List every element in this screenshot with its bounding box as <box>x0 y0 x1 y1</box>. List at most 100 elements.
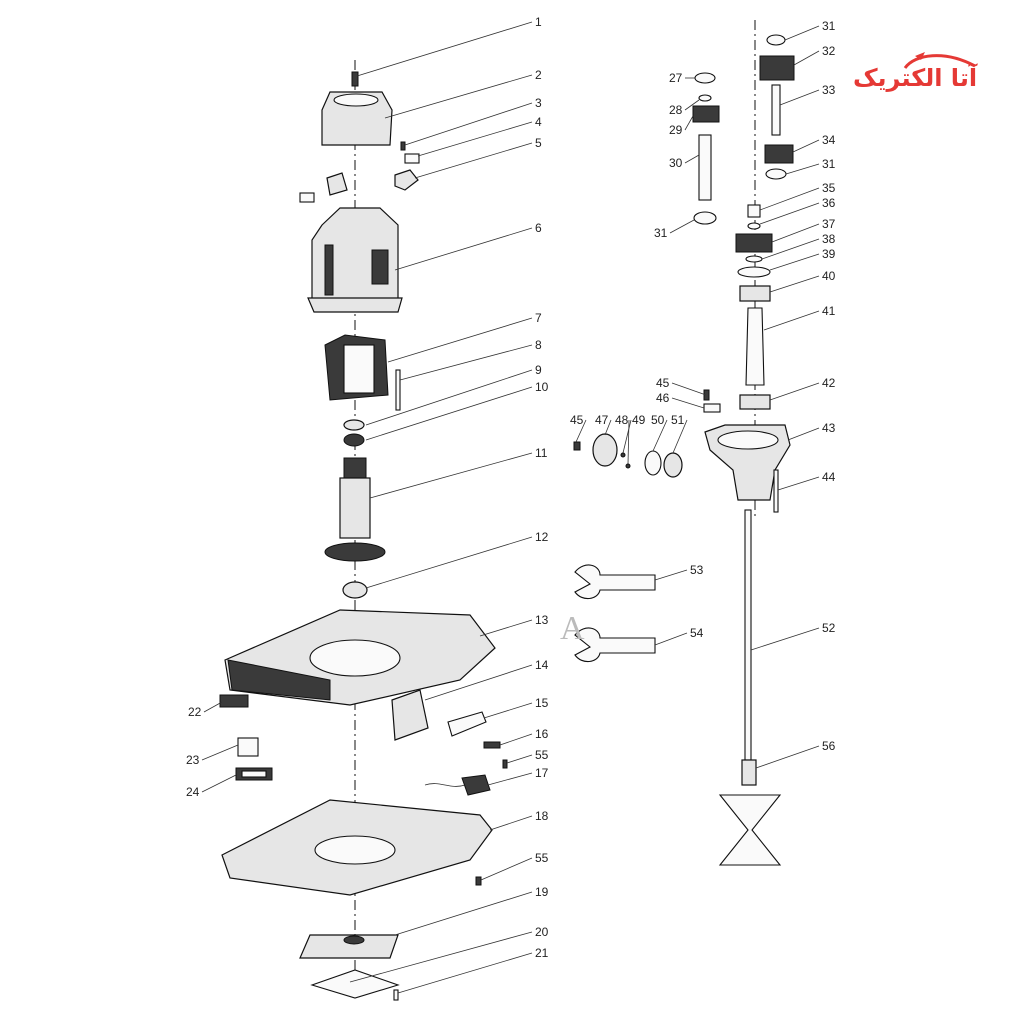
leader-line <box>785 163 820 175</box>
bearing-part <box>343 419 365 431</box>
leader-line <box>672 419 688 454</box>
part-number-label: 42 <box>822 376 836 390</box>
part-number-label: 52 <box>822 621 836 635</box>
part-number-label: 43 <box>822 421 836 435</box>
part-number-label: 19 <box>535 885 549 899</box>
stator-core <box>343 344 375 394</box>
shaft-33-part <box>771 84 781 136</box>
leader-line <box>759 202 820 225</box>
leader-line <box>356 21 533 77</box>
part-labels: 1234567891011121314151655171855192021222… <box>186 15 836 994</box>
part-number-label: 32 <box>822 44 836 58</box>
part-number-label: 30 <box>669 156 683 170</box>
leader-line <box>365 386 533 441</box>
leader-line <box>792 139 820 153</box>
logo-text: آتا الکتریک <box>852 64 978 92</box>
leader-line <box>784 25 820 41</box>
cover-part <box>219 694 249 708</box>
carbon-brush-part <box>404 153 420 164</box>
part-number-label: 44 <box>822 470 836 484</box>
gear-housing-opening <box>717 430 779 450</box>
part-number-label: 24 <box>186 785 200 799</box>
motor-housing-vent <box>371 249 389 285</box>
armature-part <box>339 477 371 539</box>
shaft-30-part <box>698 134 712 201</box>
key-46-part <box>703 403 721 413</box>
washer-28-part <box>698 94 712 102</box>
part-number-label: 6 <box>535 221 542 235</box>
part-number-label: 23 <box>186 753 200 767</box>
leader-line <box>684 115 694 131</box>
leader-line <box>627 419 630 465</box>
leader-line <box>654 569 688 581</box>
circlip-39-part <box>737 266 771 278</box>
clamp-screw-part <box>502 759 508 769</box>
leader-line <box>387 317 533 363</box>
part-number-label: 46 <box>656 391 670 405</box>
part-number-label: 33 <box>822 83 836 97</box>
leader-line <box>654 632 688 646</box>
leader-line <box>394 891 533 936</box>
lower-base-opening <box>314 835 396 865</box>
lower-bearing-part <box>342 581 368 599</box>
base-plate-part <box>299 934 399 959</box>
part-number-label: 35 <box>822 181 836 195</box>
part-number-label: 54 <box>690 626 704 640</box>
part-number-label: 39 <box>822 247 836 261</box>
leader-line <box>365 369 533 426</box>
leader-line <box>384 74 533 119</box>
part-number-label: 50 <box>651 413 665 427</box>
part-number-label: 5 <box>535 136 542 150</box>
bearing-40-part <box>739 285 771 302</box>
part-number-label: 40 <box>822 269 836 283</box>
mixing-rod-52-part <box>744 509 752 761</box>
power-plug-part <box>461 774 491 796</box>
wrench-53-part <box>574 564 656 600</box>
part-number-label: 34 <box>822 133 836 147</box>
leader-line <box>404 102 533 146</box>
leader-line <box>483 702 533 719</box>
part-number-label: 15 <box>535 696 549 710</box>
leader-line <box>671 382 707 396</box>
part-number-label: 55 <box>535 748 549 762</box>
upper-base-opening <box>309 639 401 677</box>
leader-line <box>349 931 533 983</box>
brush-holder-left-part <box>326 172 348 196</box>
screw-part <box>351 71 359 87</box>
leader-line <box>201 744 239 761</box>
leader-line <box>479 619 533 637</box>
screw-44-part <box>773 469 779 513</box>
washer-36-part <box>747 222 761 230</box>
part-number-label: 8 <box>535 338 542 352</box>
part-number-label: 47 <box>595 413 609 427</box>
mixing-paddle-part <box>718 794 782 866</box>
ring-50-part <box>644 450 662 476</box>
coupling-56-part <box>741 759 757 786</box>
gear-37-part <box>735 233 773 253</box>
brush-cover-part <box>321 91 393 146</box>
part-number-label: 48 <box>615 413 629 427</box>
watermark: A <box>560 610 585 647</box>
gear-34-part <box>764 144 794 164</box>
part-number-label: 22 <box>188 705 202 719</box>
leader-line <box>755 745 820 769</box>
part-number-label: 45 <box>570 413 584 427</box>
part-number-label: 10 <box>535 380 549 394</box>
bearing-27-part <box>694 72 716 84</box>
capacitor-part <box>237 737 259 757</box>
leader-line <box>365 536 533 589</box>
leader-line <box>787 427 820 441</box>
frame-window <box>241 770 267 778</box>
wrench-54-part <box>574 627 656 663</box>
leader-line <box>759 187 820 211</box>
part-number-label: 1 <box>535 15 542 29</box>
pin-part <box>393 989 399 1001</box>
part-number-label: 49 <box>632 413 646 427</box>
motor-housing-flange <box>307 297 403 313</box>
plate-47-part <box>592 433 618 467</box>
ball-48-part <box>620 452 626 458</box>
leader-line <box>769 275 820 293</box>
spindle-41-part <box>745 307 765 386</box>
leader-line <box>489 815 533 831</box>
